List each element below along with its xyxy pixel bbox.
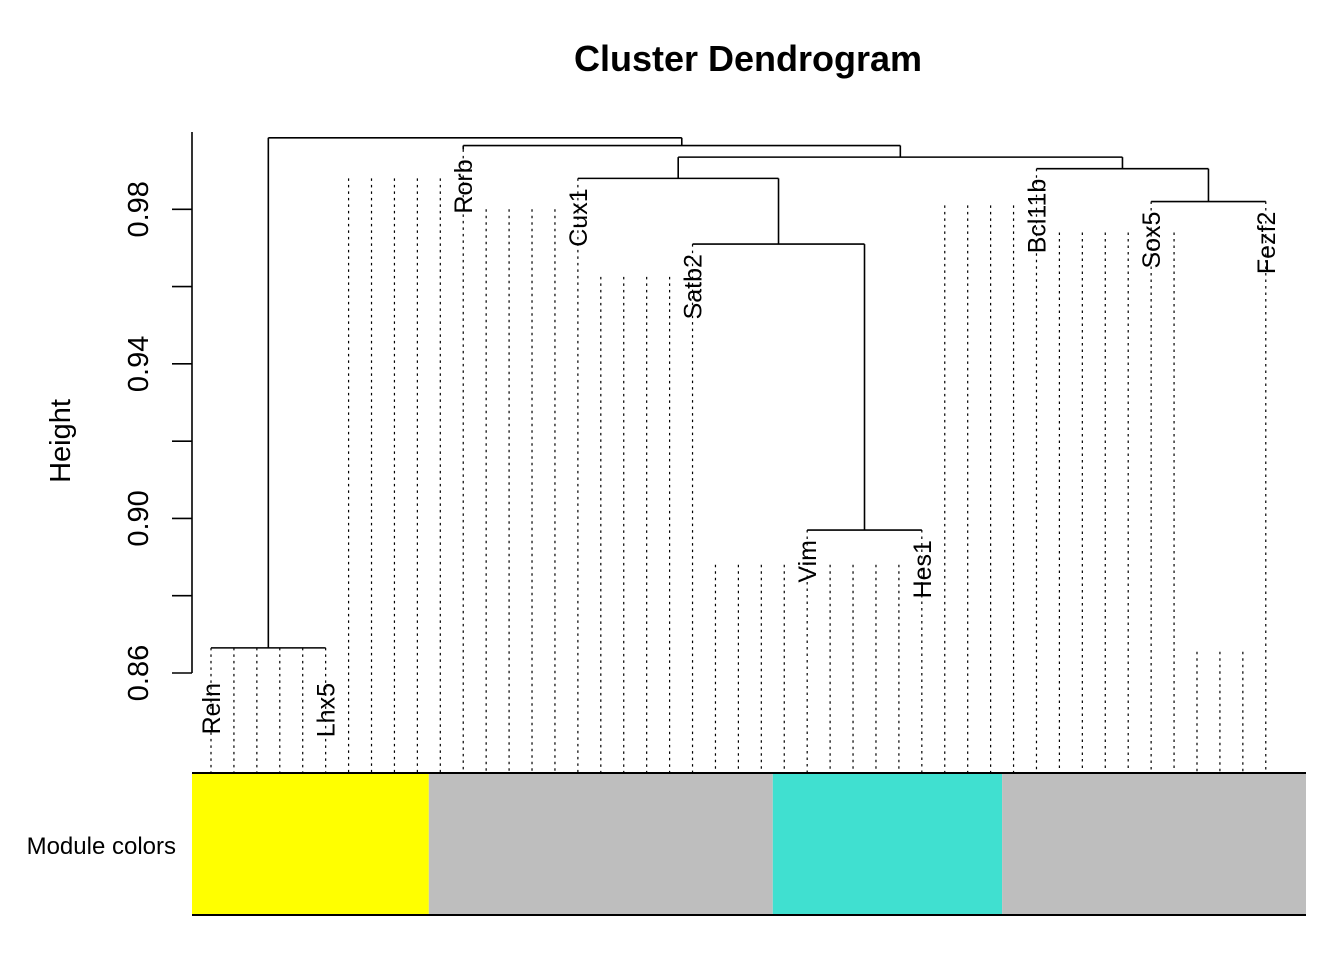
leaf-label-lhx5: Lhx5 [313,683,341,737]
y-tick-label: 0.94 [123,336,155,392]
y-tick-label: 0.86 [123,645,155,701]
merge-f [1036,167,1210,202]
module-color-segment [1002,773,1306,915]
module-colors-label: Module colors [27,833,176,860]
merge-c [692,243,866,531]
y-tick-label: 0.90 [123,490,155,546]
module-color-segment [772,773,1003,915]
leaf-label-bcl11b: Bcl11b [1023,179,1051,254]
leaf-label-hes1: Hes1 [909,540,937,598]
leaf-label-cux1: Cux1 [565,188,593,246]
module-color-segment [192,773,429,915]
leaf-label-fezf2: Fezf2 [1253,212,1281,275]
module-color-segment [428,773,773,915]
module-color-bar [192,772,1306,916]
merge-d [577,177,780,245]
leaf-label-sox5: Sox5 [1138,212,1166,269]
dendrogram-tree [211,136,1266,649]
merge-i [267,136,683,648]
merge-g [677,156,1124,179]
leaf-label-reln: Reln [198,683,226,734]
leaf-guides [210,149,1267,773]
y-axis-label: Height [45,399,77,483]
y-tick-label: 0.98 [123,181,155,237]
leaf-label-satb2: Satb2 [680,254,708,319]
merge-h [462,144,902,158]
leaf-label-rorb: Rorb [450,159,478,213]
leaf-label-vim: Vim [794,540,822,583]
y-axis: 0.86 0.90 0.94 0.98 [123,132,193,701]
chart-title: Cluster Dendrogram [574,38,922,79]
